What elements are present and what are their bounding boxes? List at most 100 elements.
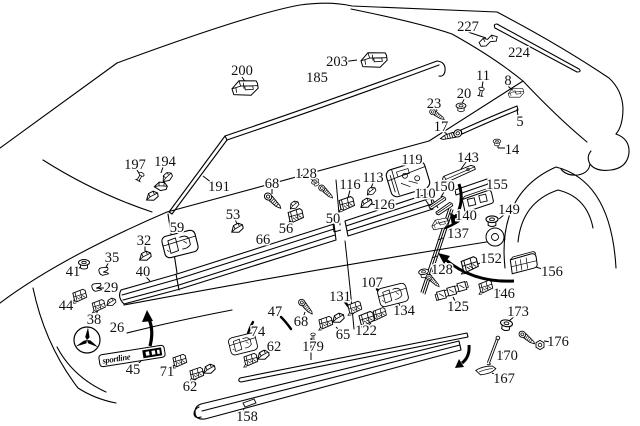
clip-fastener-icon bbox=[330, 311, 346, 325]
leader-line bbox=[498, 213, 506, 220]
cowl-curve bbox=[42, 159, 153, 213]
leader-line bbox=[202, 175, 213, 184]
part-number-label-137: 137 bbox=[447, 226, 469, 242]
clip-fastener-icon bbox=[137, 250, 153, 262]
part-number-label-44: 44 bbox=[59, 298, 74, 314]
beltline bbox=[166, 80, 524, 213]
part-number-label-167: 167 bbox=[493, 371, 515, 387]
b-pillar-line bbox=[335, 179, 355, 330]
leader-line bbox=[452, 296, 457, 304]
screw-fastener-icon bbox=[262, 191, 285, 210]
part-number-label-14: 14 bbox=[505, 142, 520, 158]
part-number-label-59: 59 bbox=[170, 220, 185, 236]
clip-fastener-icon bbox=[364, 185, 378, 197]
molding-strips bbox=[118, 23, 581, 420]
rear-fender-line bbox=[522, 80, 588, 143]
part-number-label-50: 50 bbox=[326, 211, 341, 227]
part-number-label-38: 38 bbox=[87, 312, 102, 328]
roof-drip-molding-185 bbox=[224, 60, 446, 141]
clip3d-fastener-icon bbox=[230, 77, 260, 99]
part-number-label-152: 152 bbox=[480, 251, 502, 267]
part-number-label-185: 185 bbox=[306, 70, 328, 86]
grommet-fastener-icon bbox=[492, 138, 502, 147]
part-number-label-128: 128 bbox=[431, 262, 453, 278]
part-number-label-150: 150 bbox=[433, 179, 455, 195]
leader-line bbox=[135, 360, 142, 367]
part-number-label-170: 170 bbox=[496, 348, 518, 364]
clip-fastener-icon bbox=[287, 199, 301, 211]
part-number-label-32: 32 bbox=[137, 233, 152, 249]
part-number-label-149: 149 bbox=[498, 202, 520, 218]
lower-door-strip bbox=[238, 332, 469, 383]
part-number-label-11: 11 bbox=[476, 68, 490, 84]
part-number-label-134: 134 bbox=[393, 303, 416, 319]
clip3d-fastener-icon bbox=[359, 49, 389, 71]
rear-roof-molding-224 bbox=[493, 23, 581, 73]
grommet-fastener-icon bbox=[498, 318, 514, 333]
part-number-label-179: 179 bbox=[302, 339, 324, 355]
screw-fastener-icon bbox=[296, 297, 317, 316]
part-number-label-62: 62 bbox=[183, 379, 198, 395]
part-number-label-71: 71 bbox=[160, 364, 175, 380]
sportline-badge: sportline bbox=[98, 344, 166, 368]
part-number-label-110: 110 bbox=[414, 186, 435, 202]
part-number-label-173: 173 bbox=[507, 304, 529, 320]
part-number-label-126: 126 bbox=[373, 197, 395, 213]
rear-molding-band bbox=[344, 192, 434, 237]
part-number-label-131: 131 bbox=[329, 289, 351, 305]
pointer-arrows bbox=[142, 183, 515, 368]
clip-fastener-icon bbox=[201, 362, 217, 376]
leader-line bbox=[467, 31, 487, 39]
part-number-label-35: 35 bbox=[105, 250, 120, 266]
part-number-label-26: 26 bbox=[110, 320, 125, 336]
bold-leader-line bbox=[443, 219, 461, 230]
part-number-label-47: 47 bbox=[268, 304, 283, 320]
part-number-label-65: 65 bbox=[336, 327, 351, 343]
pin-fastener-icon bbox=[477, 86, 485, 97]
door-bottom-line bbox=[123, 238, 506, 306]
washer-fastener-icon bbox=[485, 227, 505, 247]
leader-line bbox=[302, 311, 306, 319]
front-arch-outer bbox=[32, 287, 117, 404]
part-number-label-155: 155 bbox=[486, 177, 508, 193]
multi125-fastener-icon bbox=[433, 280, 470, 301]
windshield-edge bbox=[0, 62, 118, 149]
part-number-label-66: 66 bbox=[256, 232, 271, 248]
rear-arch-outer bbox=[503, 166, 617, 269]
front-feature-line bbox=[126, 309, 233, 334]
leader-line bbox=[507, 85, 513, 91]
leader-line bbox=[535, 266, 546, 271]
roof-near-edge bbox=[350, 8, 524, 82]
clip2-fastener-icon bbox=[315, 315, 334, 331]
part-number-label-41: 41 bbox=[66, 264, 81, 280]
part-number-label-194: 194 bbox=[154, 154, 177, 170]
part-number-label-45: 45 bbox=[126, 362, 141, 378]
part-number-label-68: 68 bbox=[265, 176, 280, 192]
part-number-label-203: 203 bbox=[326, 54, 348, 70]
clip-fastener-icon bbox=[159, 170, 175, 184]
part-number-label-5: 5 bbox=[516, 114, 523, 130]
part-number-label-8: 8 bbox=[504, 73, 511, 89]
part-number-label-17: 17 bbox=[434, 119, 449, 135]
part-number-label-62: 62 bbox=[267, 339, 282, 355]
part-number-label-140: 140 bbox=[455, 208, 477, 224]
rear-bumper-cap bbox=[587, 133, 630, 171]
bold-leader-line bbox=[279, 315, 293, 331]
clip-fastener-icon bbox=[105, 296, 117, 308]
rocker-panel-158 bbox=[193, 340, 462, 420]
front-molding-band-66 bbox=[118, 223, 337, 305]
clip2-fastener-icon bbox=[240, 352, 259, 368]
rear-pillar-far bbox=[496, 11, 624, 135]
leader-line bbox=[242, 408, 247, 414]
part-number-label-29: 29 bbox=[104, 280, 119, 296]
leader-line bbox=[333, 229, 342, 233]
clip-fastener-icon bbox=[153, 179, 169, 193]
screw-fastener-icon bbox=[517, 329, 538, 346]
arrow-rocker-end bbox=[455, 344, 471, 368]
leader-line bbox=[543, 340, 552, 343]
leader-line bbox=[516, 108, 519, 117]
a-pillar-molding-191 bbox=[168, 135, 228, 215]
part-number-label-40: 40 bbox=[136, 264, 151, 280]
